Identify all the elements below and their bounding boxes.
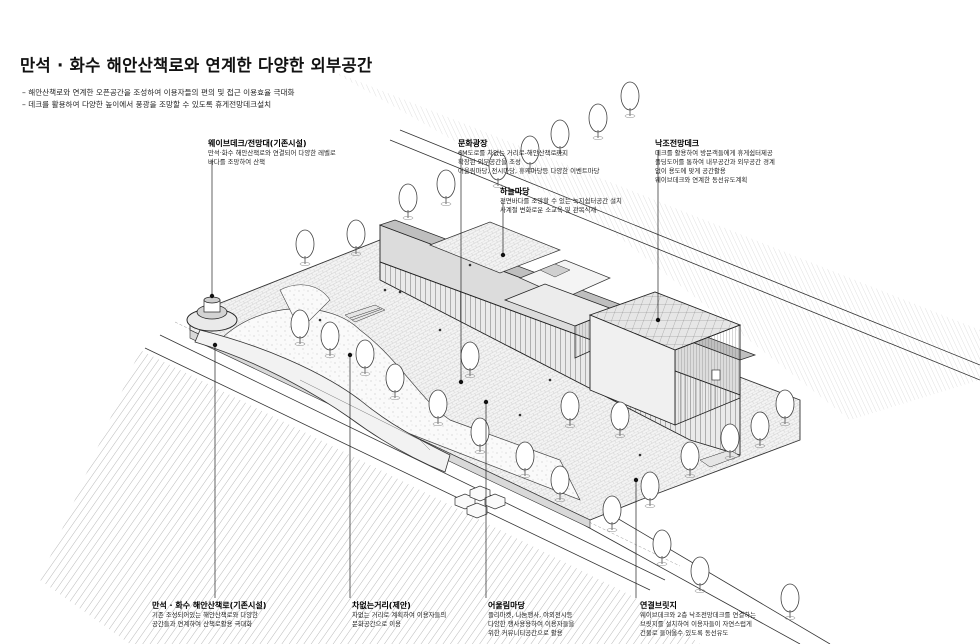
- annotation-gathering-yard: 어울림마당 플리마켓, 나눔행사, 야외전시등 다양한 행사용용하여 이용자들을…: [488, 600, 574, 638]
- annotation-wave-deck: 웨이브데크/전망대(기존시설) 만석·화수 해안산책로와 연결되어 다양한 레벨…: [208, 138, 336, 167]
- annotation-culture-square: 문화광장 6M도로를 차없는 거리로-해안산책로까지 확장된 외부공간을 조성 …: [458, 138, 600, 176]
- sky-yard-title: 하늘마당: [500, 187, 530, 196]
- bullet-1: – 해안산책로와 연계한 오픈공간을 조성하여 이용자들의 편의 및 접근 이용…: [22, 88, 295, 97]
- gathering-yard-title: 어울림마당: [488, 601, 525, 610]
- annotation-sky-yard: 하늘마당 전면바다를 조망할 수 있는 녹지쉼터공간 설치 사계절 변화로운 소…: [500, 186, 622, 215]
- annotation-seaside-walk: 만석 · 화수 해안산책로(기존시설) 기존 조성되어있는 해안산책로와 다양한…: [152, 600, 266, 629]
- page-title: 만석 · 화수 해안산책로와 연계한 다양한 외부공간: [20, 56, 373, 75]
- car-free-street-body: 차없는 거리로 계획하여 이용자들의 문화공간으로 이용: [352, 611, 447, 628]
- wave-deck-title: 웨이브데크/전망대(기존시설): [208, 139, 307, 148]
- sunset-deck-body: 데크를 활용하여 방문객들에게 휴게쉼터제공 폴딩도어를 통하여 내부공간과 외…: [655, 149, 775, 184]
- annotation-car-free-street: 차없는거리(제안) 차없는 거리로 계획하여 이용자들의 문화공간으로 이용: [352, 600, 446, 629]
- car-free-street-title: 차없는거리(제안): [352, 601, 411, 610]
- annotation-sunset-deck: 낙조전망데크 데크를 활용하여 방문객들에게 휴게쉼터제공 폴딩도어를 통하여 …: [655, 138, 775, 185]
- culture-square-body: 6M도로를 차없는 거리로-해안산책로까지 확장된 외부공간을 조성 어울림마당…: [458, 149, 600, 175]
- wave-deck-body: 만석·화수 해안산책로와 연결되어 다양한 레벨로 바다를 조망하여 산책: [208, 149, 336, 166]
- gathering-yard-body: 플리마켓, 나눔행사, 야외전시등 다양한 행사용용하여 이용자들을 위한 커뮤…: [488, 611, 575, 637]
- bridge-body: 웨이브데크와 2층 낙조전망데크를 연결하는 브릿지를 설치하여 이용자들이 자…: [640, 611, 756, 637]
- annotation-bridge: 연결브릿지 웨이브데크와 2층 낙조전망데크를 연결하는 브릿지를 설치하여 이…: [640, 600, 756, 638]
- seaside-walk-title: 만석 · 화수 해안산책로(기존시설): [152, 601, 267, 610]
- seaside-walk-body: 기존 조성되어있는 해안산책로와 다양한 공간들과 연계하여 산책로활용 극대화: [152, 611, 259, 628]
- culture-square-title: 문화광장: [458, 139, 488, 148]
- sky-yard-body: 전면바다를 조망할 수 있는 녹지쉼터공간 설치 사계절 변화로운 소교육 및 …: [500, 197, 622, 214]
- bullet-2: – 데크를 활용하여 다양한 높이에서 풍광을 조망할 수 있도록 휴게전망데크…: [22, 100, 272, 109]
- bridge-title: 연결브릿지: [640, 601, 677, 610]
- sunset-deck-title: 낙조전망데크: [655, 139, 700, 148]
